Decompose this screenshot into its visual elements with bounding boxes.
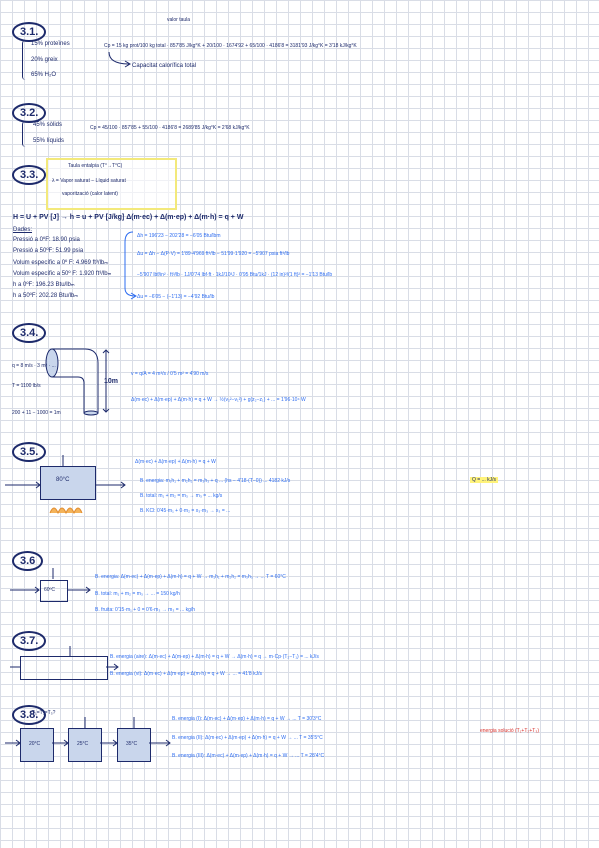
box-label: 60ºC bbox=[44, 587, 55, 593]
note: T₁=T₂=T₃? bbox=[32, 710, 56, 716]
composition-item: 55% líquids bbox=[33, 138, 65, 144]
temperature-label: 80°C bbox=[56, 477, 70, 483]
calc-line: B. energia (aire): Δ(m·ec) + Δ(m·ep) + Δ… bbox=[110, 654, 319, 660]
section-label: 3.3. bbox=[12, 165, 47, 185]
calc-line: B. fruita: 0'15·m₁ + 0 = 0'6·m₃ → m₃ = .… bbox=[95, 607, 196, 613]
pipe-diagram bbox=[45, 348, 110, 416]
note: valor taula bbox=[167, 17, 191, 23]
caption: Capacitat calorífica total bbox=[132, 63, 197, 69]
section-label: 3.1. bbox=[12, 22, 47, 42]
flame-icon bbox=[49, 507, 83, 515]
flow-arrows bbox=[10, 646, 119, 671]
section-label: 3.8. bbox=[12, 705, 47, 725]
annotation: energia solució (T₁+T₂+T₃) bbox=[480, 728, 540, 734]
calc-line: B. energia (II): Δ(m·ec) + Δ(m·ep) + Δ(m… bbox=[172, 735, 323, 741]
calc-line: v = q/A = 4 m³/s / 0'5 m² = 4'90 m/s bbox=[131, 371, 209, 377]
tank: 25°C bbox=[68, 728, 102, 762]
result: Q = ... kJ/s bbox=[470, 477, 499, 483]
bracket bbox=[22, 40, 29, 80]
mixer-box: 60ºC bbox=[40, 580, 68, 602]
bracket bbox=[22, 121, 29, 147]
section-label: 3.4. bbox=[12, 323, 47, 343]
box-line: λ = Vapor saturat − Líquid saturat bbox=[52, 178, 126, 184]
calc-line: B. energia: m₁h₁ + m₂h₂ = m₃h₃ + q ... (… bbox=[140, 478, 291, 484]
tank: 80°C bbox=[40, 466, 96, 500]
equation: Cp = 45/100 · 857'85 + 55/100 · 4186'8 =… bbox=[90, 125, 250, 131]
calc-line: −5'907 lbf/in² · ft³/lb · 1J/0'74 lbf·ft… bbox=[137, 272, 333, 278]
exchanger-box bbox=[20, 656, 108, 680]
composition-item: 15% proteïnes bbox=[31, 41, 70, 47]
tank: 35°C bbox=[117, 728, 151, 762]
height-label: 10m bbox=[104, 378, 119, 385]
flow-arrows bbox=[10, 568, 91, 594]
side-note: T = 1100 lb/s bbox=[12, 383, 41, 389]
calc-line: B. total: m₁ + m₂ = m₃ → ... = 150 kg/h bbox=[95, 591, 180, 597]
calc-line: Δh = 196'23 − 202'28 = −6'05 Btu/lbm bbox=[137, 233, 221, 239]
data-line: h a 50ºF: 202.28 Btu/lbₘ bbox=[13, 293, 78, 299]
data-line: Volum específic a 0º F: 4.969 ft³/lbₘ bbox=[13, 260, 108, 266]
equation: Cp = 15 kg prot/100 kg total · 857'85 J/… bbox=[104, 43, 357, 49]
data-line: h a 0ºF: 196.23 Btu/lbₘ bbox=[13, 282, 75, 288]
section-label: 3.7. bbox=[12, 631, 47, 651]
section-label: 3.2. bbox=[12, 103, 47, 123]
calc-line: B. total: m₁ + m₂ = m₃ → m₃ = ... kg/s bbox=[140, 493, 223, 499]
calc-line: B. KCl: 0'45·m₁ + 0·m₂ = x₃·m₃ → x₃ = ..… bbox=[140, 508, 231, 514]
tank-label: 25°C bbox=[77, 741, 89, 747]
calc-line: Δ(m·ec) + Δ(m·ep) + Δ(m·h) = q + W bbox=[135, 459, 216, 465]
calc-line: B. energia (vi): Δ(m·ec) + Δ(m·ep) + Δ(m… bbox=[110, 671, 262, 677]
calc-line: Δu = −6'05 − (−1'13) = −4'92 Btu/lb bbox=[137, 294, 215, 300]
calc-line: Δu = Δh − Δ(P·V) = 1'89·4'969 ft³/lb − 5… bbox=[137, 251, 290, 257]
bracket-arrows bbox=[124, 231, 137, 300]
side-note: q = 8 m/s · 3 m² · ... bbox=[12, 363, 56, 369]
calc-line: B. energia: Δ(m·ec) + Δ(m·ep) + Δ(m·h) =… bbox=[95, 574, 286, 580]
flow-arrows bbox=[5, 717, 171, 747]
composition-item: 65% H₂O bbox=[31, 72, 57, 78]
arrow bbox=[108, 51, 131, 68]
calc-line: B. energia (I): Δ(m·ec) + Δ(m·ep) + Δ(m·… bbox=[172, 716, 322, 722]
flow-arrows bbox=[5, 455, 126, 489]
tank-label: 35°C bbox=[126, 741, 138, 747]
box-line: vaporització (calor latent) bbox=[62, 191, 118, 197]
data-title: Dades: bbox=[13, 227, 33, 233]
data-line: Volum específic a 50º F: 1.920 ft³/lbₘ bbox=[13, 271, 112, 277]
data-line: Pressió a 50ºF: 51.99 psia bbox=[13, 248, 84, 254]
tank: 20°C bbox=[20, 728, 54, 762]
calc-line: Δ(m·ec) + Δ(m·ep) + Δ(m·h) = q + W → ½(v… bbox=[131, 397, 306, 403]
main-equation: H = U + PV [J] → h = u + PV [J/kg] Δ(m·e… bbox=[13, 214, 244, 221]
section-label: 3.6 bbox=[12, 551, 44, 571]
tank-label: 20°C bbox=[29, 741, 41, 747]
info-box: Taula entalpia (T°→T°C) λ = Vapor satura… bbox=[46, 158, 177, 210]
calc-line: B. energia (III): Δ(m·ec) + Δ(m·ep) + Δ(… bbox=[172, 753, 325, 759]
composition-item: 20% greix bbox=[31, 57, 58, 63]
data-line: Pressió a 0ºF: 18.90 psia bbox=[13, 237, 80, 243]
section-label: 3.5. bbox=[12, 442, 47, 462]
composition-item: 45% sòlids bbox=[33, 122, 63, 128]
side-note: 200 + 11 − 1000 = 1m bbox=[12, 410, 61, 416]
box-title: Taula entalpia (T°→T°C) bbox=[68, 163, 123, 169]
